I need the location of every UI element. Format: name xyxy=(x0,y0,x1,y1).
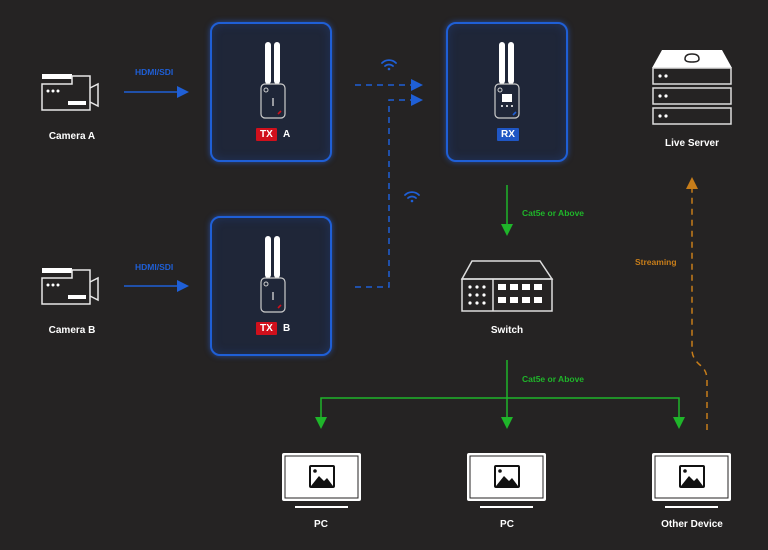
link-tx-b-rx xyxy=(355,94,423,288)
link-switch-pc-1 xyxy=(315,397,507,429)
cat5e-label-switch-devices: Cat5e or Above xyxy=(522,374,585,384)
hdmi-sdi-label-b: HDMI/SDI xyxy=(135,262,174,272)
tx-badge: TX xyxy=(256,128,277,141)
hdmi-sdi-label-a: HDMI/SDI xyxy=(135,67,174,77)
tx-suffix: B xyxy=(283,323,291,334)
network-switch-icon xyxy=(460,260,554,312)
streaming-label: Streaming xyxy=(635,257,677,267)
monitor-icon xyxy=(467,453,546,508)
switch-label: Switch xyxy=(490,325,524,336)
link-other-device-server xyxy=(686,177,708,430)
rx-badge: RX xyxy=(497,128,519,141)
transmitter-icon xyxy=(260,42,286,119)
video-camera-icon xyxy=(41,268,99,305)
monitor-icon xyxy=(282,453,361,508)
wifi-icon xyxy=(404,191,420,203)
tx-suffix: A xyxy=(283,129,291,140)
camera-a-label: Camera A xyxy=(48,131,96,142)
live-server-label: Live Server xyxy=(665,138,719,149)
server-icon xyxy=(652,50,732,125)
pc-1-label: PC xyxy=(314,519,328,530)
transmitter-icon xyxy=(260,236,286,313)
tx-a-card[interactable]: TX A xyxy=(210,22,332,162)
rx-card[interactable]: RX xyxy=(446,22,568,162)
camera-b-label: Camera B xyxy=(48,325,96,336)
pc-2-label: PC xyxy=(500,519,514,530)
wifi-icon xyxy=(381,59,397,71)
cat5e-label-rx-switch: Cat5e or Above xyxy=(522,208,585,218)
receiver-icon xyxy=(494,42,520,119)
link-switch-other-device xyxy=(507,397,685,429)
tx-b-card[interactable]: TX B xyxy=(210,216,332,356)
monitor-icon xyxy=(652,453,731,508)
video-camera-icon xyxy=(41,74,99,111)
tx-badge: TX xyxy=(256,322,277,335)
other-device-label: Other Device xyxy=(661,519,723,530)
